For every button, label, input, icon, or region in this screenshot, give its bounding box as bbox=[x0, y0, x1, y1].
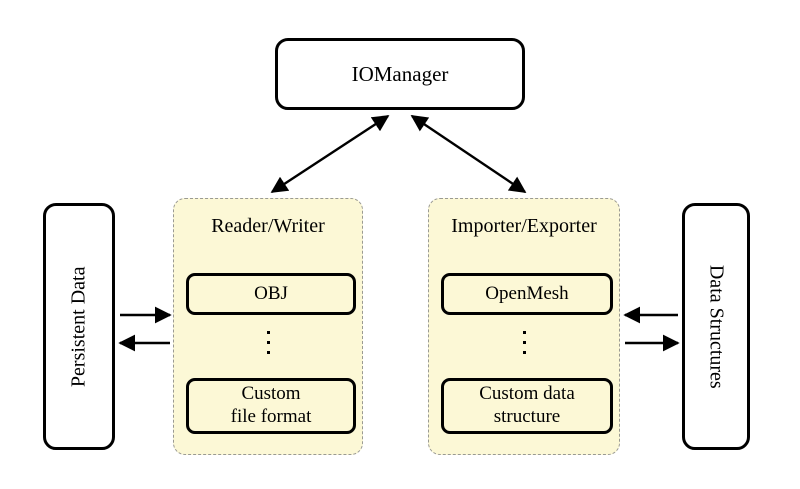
item-custom-file-format-line2: file format bbox=[230, 406, 312, 427]
panel-reader-writer-title: Reader/Writer bbox=[211, 215, 325, 237]
item-openmesh-label: OpenMesh bbox=[485, 282, 569, 304]
panel-reader-writer: Reader/Writer OBJ Custom file format bbox=[173, 198, 363, 455]
arrow-iomanager-importer-exporter bbox=[410, 115, 527, 193]
item-obj[interactable]: OBJ bbox=[186, 273, 356, 315]
arrow-iomanager-reader-writer bbox=[270, 114, 390, 194]
item-custom-file-format-label: Custom file format bbox=[231, 383, 312, 429]
panel-importer-exporter: Importer/Exporter OpenMesh Custom data s… bbox=[428, 198, 620, 455]
item-custom-file-format-line1: Custom bbox=[241, 383, 301, 405]
item-custom-data-structure-line1: Custom data bbox=[479, 383, 575, 405]
node-data-structures[interactable]: Data Structures bbox=[682, 203, 750, 450]
node-iomanager[interactable]: IOManager bbox=[275, 38, 525, 110]
item-obj-label: OBJ bbox=[254, 282, 288, 304]
vertical-dots-icon bbox=[429, 331, 619, 354]
node-persistent-data[interactable]: Persistent Data bbox=[43, 203, 115, 450]
item-custom-data-structure-label: Custom data structure bbox=[479, 383, 575, 429]
item-custom-data-structure-line2: structure bbox=[493, 406, 561, 427]
node-data-structures-label: Data Structures bbox=[705, 264, 728, 389]
panel-importer-exporter-title: Importer/Exporter bbox=[451, 215, 597, 237]
item-custom-file-format[interactable]: Custom file format bbox=[186, 378, 356, 434]
node-persistent-data-label: Persistent Data bbox=[67, 266, 90, 387]
node-iomanager-label: IOManager bbox=[351, 61, 449, 86]
item-custom-data-structure[interactable]: Custom data structure bbox=[441, 378, 613, 434]
item-openmesh[interactable]: OpenMesh bbox=[441, 273, 613, 315]
vertical-dots-icon bbox=[174, 331, 362, 354]
